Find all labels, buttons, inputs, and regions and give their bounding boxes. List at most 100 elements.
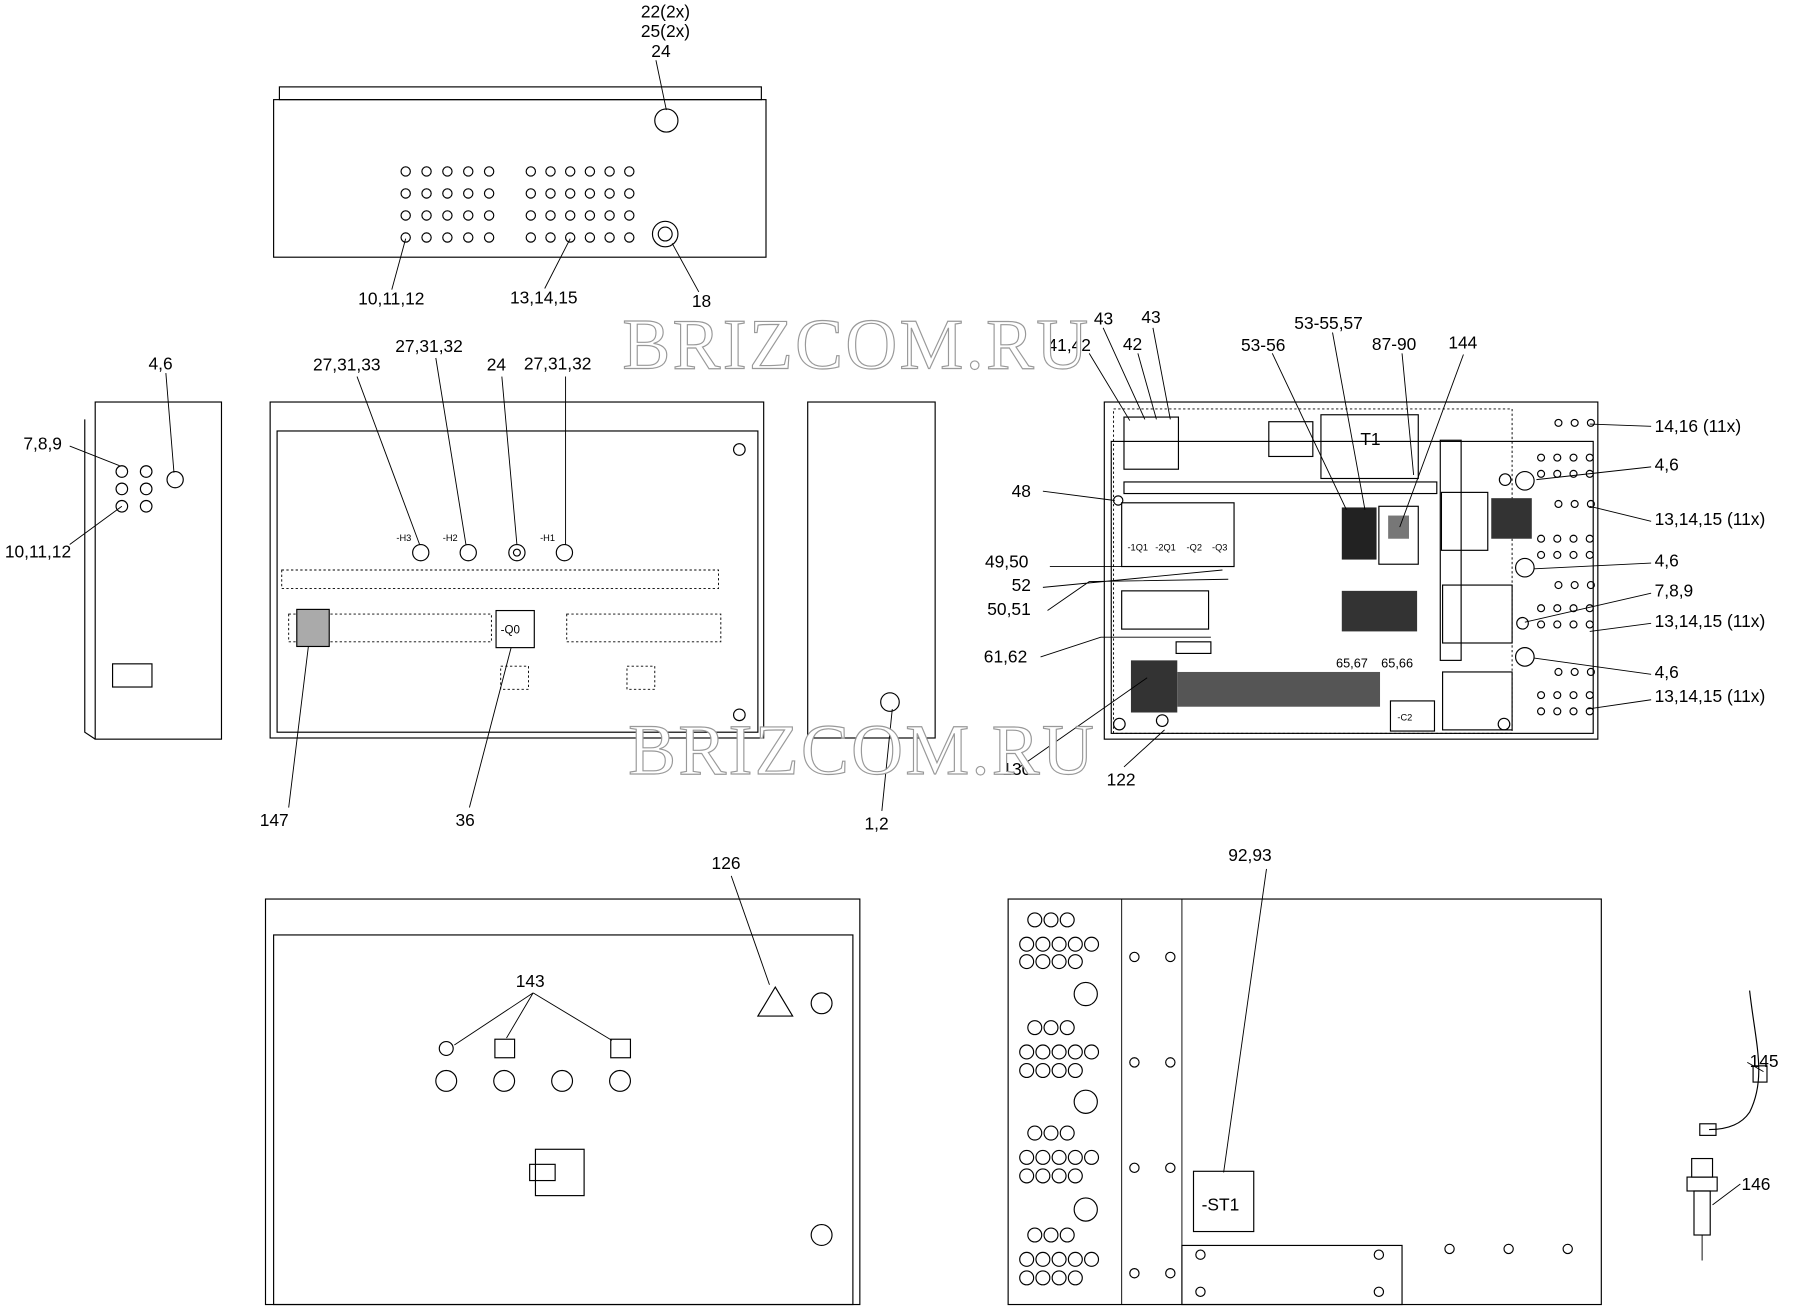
hole [1537,534,1546,543]
hole [1019,1168,1035,1184]
hole [1059,1227,1075,1243]
component-label: -2Q1 [1155,542,1176,552]
hole [525,166,537,177]
hole [1067,1168,1083,1184]
hole [421,232,432,243]
hole [1027,1020,1043,1036]
label: 65,67 [1336,655,1368,670]
hole [604,210,615,221]
hole [1537,620,1546,629]
hole [442,166,453,177]
hole [1537,691,1546,700]
hole [139,499,153,513]
label: 92,93 [1228,845,1271,865]
hole [1585,620,1594,629]
hole [1554,418,1563,427]
side-view: 4,6 7,8,9 10,11,12 [5,354,223,740]
label: 53-55,57 [1294,313,1363,333]
hole [1084,1251,1100,1267]
hole [584,210,596,221]
component-label: -Q2 [1187,542,1202,552]
hole [115,465,129,478]
hole [1537,550,1546,559]
hole [1569,691,1578,700]
label: 146 [1741,1174,1770,1194]
hole [1569,604,1578,613]
component-label: -H1 [540,533,555,543]
hole [1027,1227,1043,1243]
hole [463,210,474,221]
hole [421,166,432,177]
label: 13,14,15 (11x) [1655,509,1766,529]
panel-labels: 43 43 41,42 42 53-55,57 53-56 87-90 144 … [984,307,1765,789]
label: 52 [1012,575,1031,595]
hole [463,188,474,199]
hole [421,210,432,221]
hole [1553,534,1562,543]
label: 4,6 [148,354,172,374]
hole [1027,1125,1043,1141]
hole [624,166,635,177]
hole [1165,1268,1176,1279]
label: 13,14,15 (11x) [1655,686,1766,706]
hole [1553,469,1562,478]
door-view: 126 143 [264,853,861,1306]
label: 13,14,15 (11x) [1655,611,1766,631]
hole [584,166,596,177]
hole [1129,1162,1140,1174]
hole [421,188,432,199]
hole [1373,1286,1385,1297]
hole [1553,707,1562,716]
hole [1585,534,1594,543]
hole [1586,418,1595,427]
hole [1503,1243,1514,1255]
hole [483,210,495,221]
hole [1059,1020,1075,1036]
hole [1051,936,1067,952]
label: 13,14,15 [510,288,578,308]
hole [463,166,474,177]
hole [1444,1243,1455,1255]
hole [1035,1270,1051,1286]
hole [1035,954,1051,970]
hole [564,232,576,243]
label: 18 [692,291,711,311]
hole [1553,604,1562,613]
hole [1084,936,1100,952]
hole [483,232,495,243]
label: 1,2 [864,814,888,834]
hole [1019,1044,1035,1060]
label: 4,6 [1655,551,1679,571]
label: 27,31,32 [395,336,463,356]
hole [1043,912,1059,928]
label: 22(2x) [641,1,690,21]
label: 144 [1448,333,1477,353]
component-label: -C2 [1397,713,1412,723]
hole [525,232,537,243]
label: 122 [1107,769,1136,789]
hole [1051,1270,1067,1286]
hole [564,188,576,199]
label: 43 [1094,308,1113,328]
label: 126 [712,853,741,873]
front-view: -H3 -H2 -H1 -Q0 27,31,33 27,31,32 24 27,… [260,336,936,834]
hole [624,188,635,199]
label: 48 [1012,481,1031,501]
hole [1569,469,1578,478]
hole [1067,1251,1083,1267]
hole [1067,1044,1083,1060]
top-view: 22(2x) 25(2x) 24 10,11,12 13,14,15 18 [273,1,767,311]
hole [1073,1089,1098,1114]
hole [1051,1149,1067,1165]
hole [400,232,411,243]
label: 87-90 [1372,334,1416,354]
hole [1537,604,1546,613]
hole [442,232,453,243]
hole [1585,550,1594,559]
hole [139,465,153,478]
hole [1035,1168,1051,1184]
hole [1553,550,1562,559]
hole [463,232,474,243]
component-label: -Q3 [1212,542,1227,552]
